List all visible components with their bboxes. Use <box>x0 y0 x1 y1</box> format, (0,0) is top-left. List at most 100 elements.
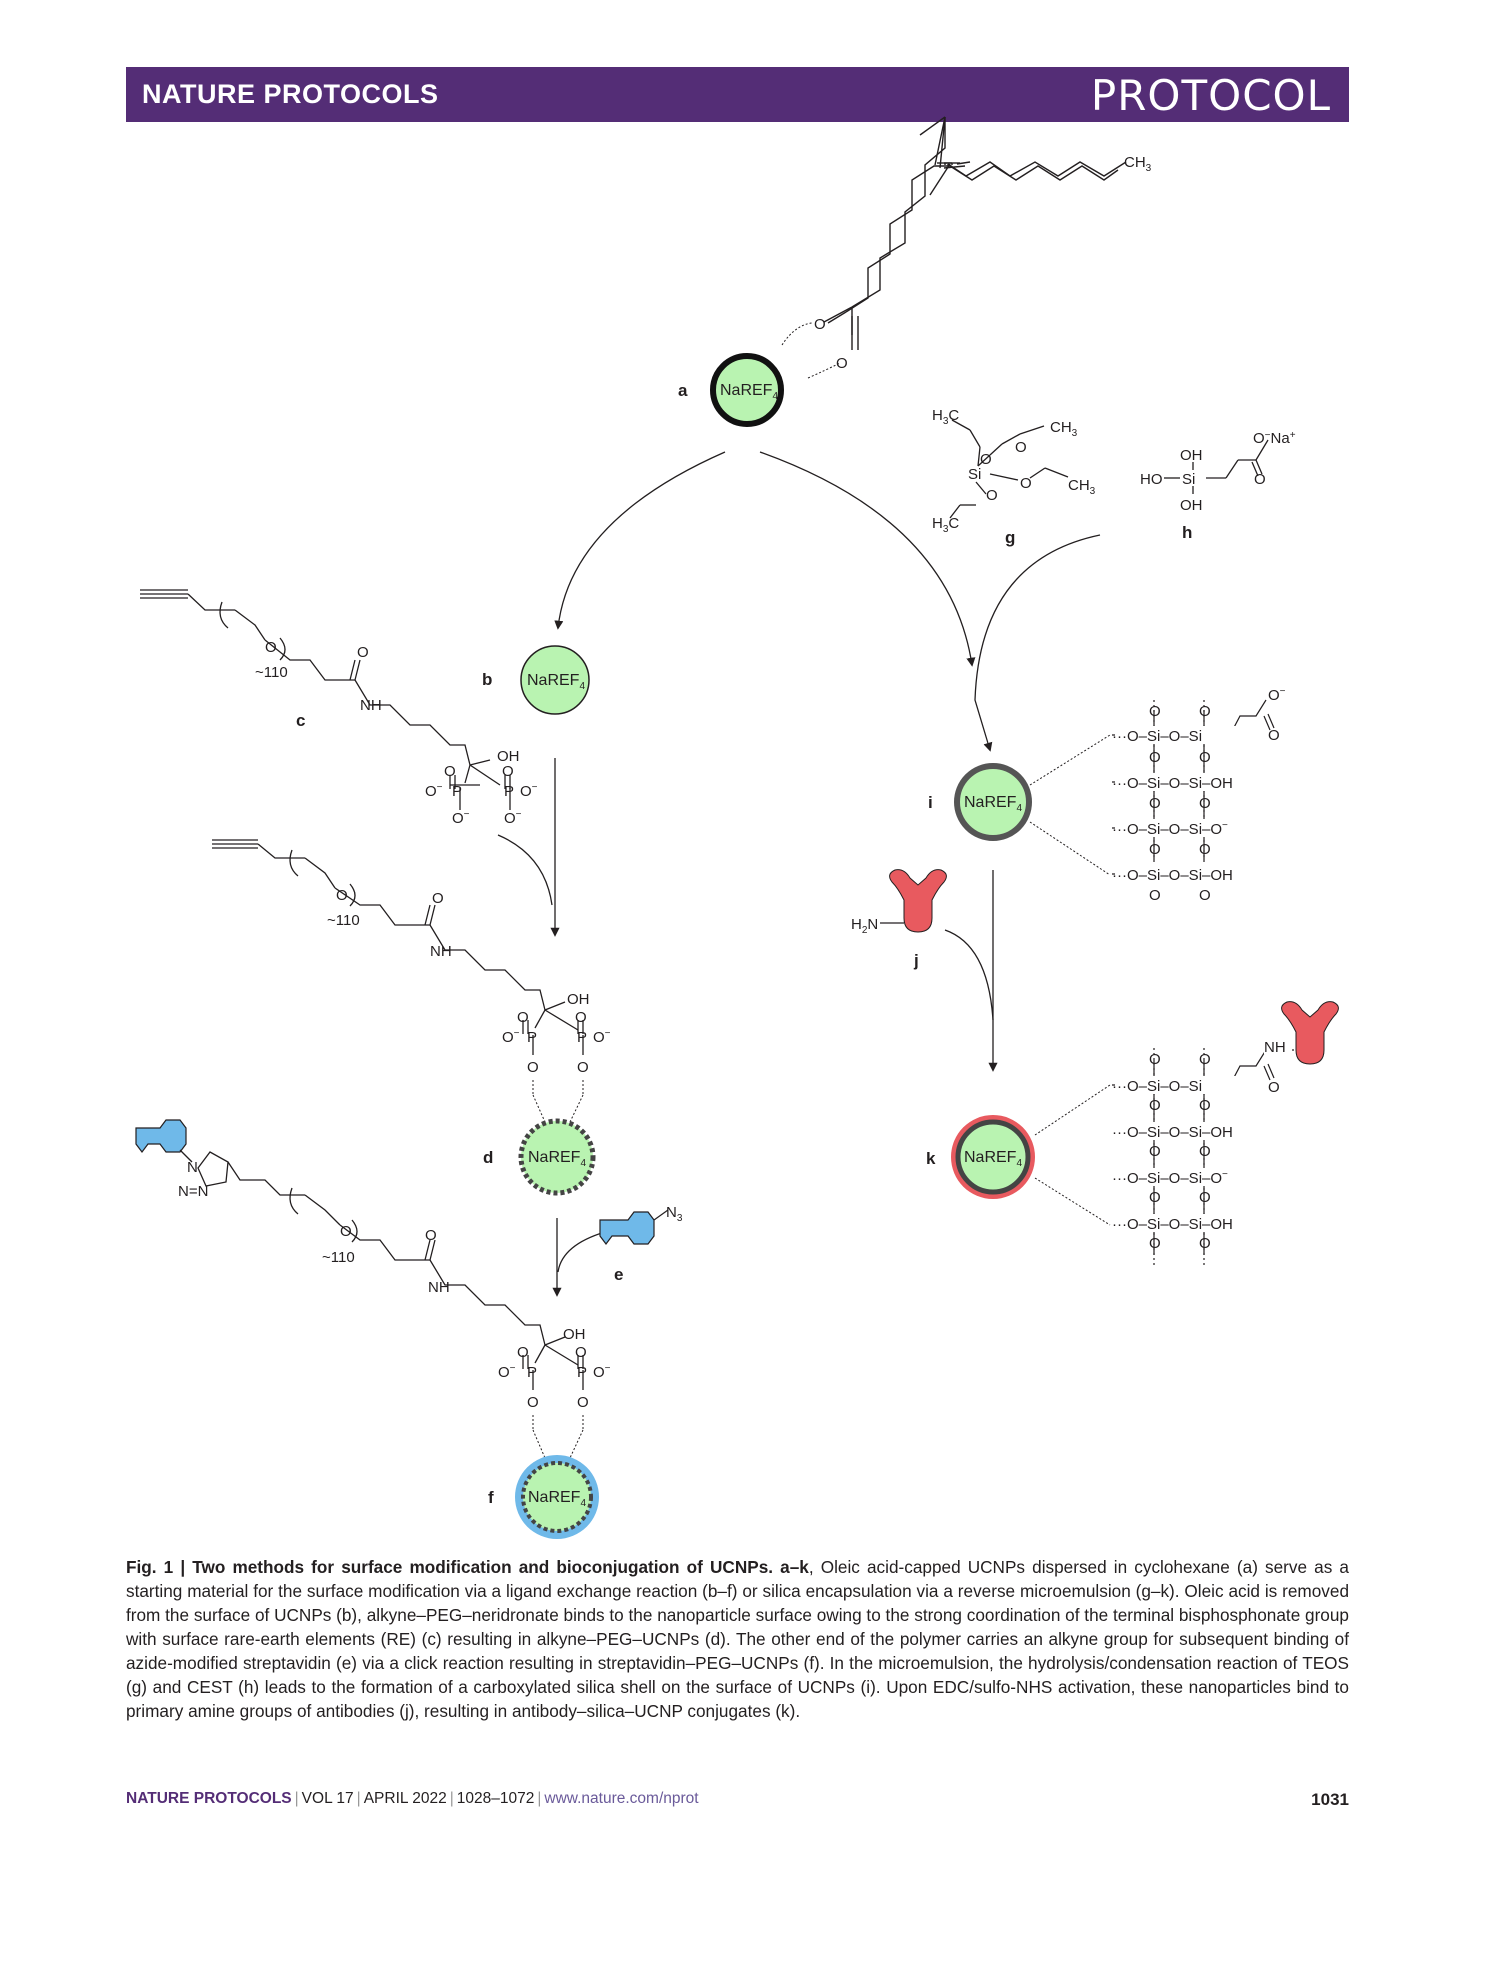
svg-text:···O–Si–O–Si–O−: ···O–Si–O–Si–O− <box>1112 820 1228 838</box>
o-label: O <box>502 763 514 780</box>
svg-text:O: O <box>1199 887 1211 904</box>
svg-text:···O–Si–O–Si: ···O–Si–O–Si <box>1112 1078 1202 1095</box>
peg-repeat-label: ~110 <box>327 912 360 929</box>
footer-url[interactable]: www.nature.com/nprot <box>544 1790 699 1807</box>
footer-journal: NATURE PROTOCOLS <box>126 1790 292 1807</box>
o-minus-label: O− <box>452 809 470 827</box>
arrow-e-join <box>557 1231 606 1273</box>
o-label: O <box>577 1059 589 1076</box>
antibody-j <box>889 869 947 933</box>
caption-title: Fig. 1 | Two methods for surface modific… <box>126 1557 809 1577</box>
o-label: O <box>265 639 277 656</box>
n-label: N <box>187 1159 198 1176</box>
panel-letter-h: h <box>1182 523 1192 542</box>
svg-text:O: O <box>1149 703 1161 720</box>
h3c-label: H3C <box>932 407 959 427</box>
n3-label: N3 <box>666 1204 683 1224</box>
oh-label: OH <box>563 1326 586 1343</box>
teos-structure <box>949 419 1069 519</box>
o-minus-label: O− <box>498 1363 516 1381</box>
svg-text:O: O <box>1149 795 1161 812</box>
nn-label: N=N <box>178 1183 208 1200</box>
arrow-g-h-to-i <box>974 534 1101 752</box>
svg-text:···O–Si–O–Si–OH: ···O–Si–O–Si–OH <box>1112 775 1233 792</box>
svg-text:O: O <box>1268 1079 1280 1096</box>
svg-text:O: O <box>1199 1235 1211 1252</box>
si-label: Si <box>1182 471 1195 488</box>
svg-text:O: O <box>1149 1097 1161 1114</box>
arrow-j-join <box>944 929 994 1021</box>
coordination-bond <box>532 1094 546 1123</box>
o-label: O <box>1020 475 1032 492</box>
figure-caption: Fig. 1 | Two methods for surface modific… <box>126 1555 1349 1723</box>
coordination-bond <box>781 322 813 346</box>
o-minus-label: O− <box>425 782 443 800</box>
o-label: O <box>1254 471 1266 488</box>
p-label: P <box>527 1364 537 1381</box>
p-label: P <box>577 1364 587 1381</box>
arrow-a-to-i <box>759 451 976 667</box>
nh-label: NH <box>430 943 452 960</box>
p-label: P <box>452 783 462 800</box>
p-label: P <box>527 1029 537 1046</box>
oh-label: OH <box>1180 447 1203 464</box>
silica-network-i: ···O–Si–O–Si ···O–Si–O–Si–OH ···O–Si–O–S… <box>1112 686 1286 904</box>
ho-label: HO <box>1140 471 1163 488</box>
svg-text:O−: O− <box>1268 686 1286 704</box>
oh-label: OH <box>497 748 520 765</box>
arrow-a-to-b <box>554 451 726 630</box>
ch3-label: CH3 <box>1124 154 1152 174</box>
nh-label: NH <box>428 1279 450 1296</box>
svg-text:O: O <box>1268 727 1280 744</box>
peg-repeat-label: ~110 <box>255 664 288 681</box>
svg-text:O: O <box>1149 1235 1161 1252</box>
ch3-label: CH3 <box>1068 477 1096 497</box>
o-minus-label: O− <box>502 1028 520 1046</box>
footer: NATURE PROTOCOLS|VOL 17|APRIL 2022|1028–… <box>126 1790 1349 1809</box>
panel-letter-d: d <box>483 1148 493 1167</box>
panel-letter-c: c <box>296 711 305 730</box>
o-label: O <box>340 1223 352 1240</box>
figure-1: CH3 O O NaREF4 a H3C CH3 O O Si O CH3 O … <box>135 116 1339 1539</box>
o-minus-label: O− <box>593 1028 611 1046</box>
article-type: PROTOCOL <box>1090 71 1331 120</box>
svg-text:O: O <box>1199 1143 1211 1160</box>
o-label: O <box>1015 439 1027 456</box>
svg-text:O: O <box>1199 1051 1211 1068</box>
o-label: O <box>527 1394 539 1411</box>
svg-text:O: O <box>1149 1051 1161 1068</box>
o-label: O <box>814 316 826 333</box>
svg-text:···O–Si–O–Si–OH: ···O–Si–O–Si–OH <box>1112 1216 1233 1233</box>
nanoparticle-k <box>955 1119 1031 1195</box>
ch3-label: CH3 <box>1050 419 1078 439</box>
svg-text:O: O <box>1149 1189 1161 1206</box>
svg-text:···O–Si–O–Si–OH: ···O–Si–O–Si–OH <box>1112 1124 1233 1141</box>
p-label: P <box>504 783 514 800</box>
svg-text:O: O <box>1149 749 1161 766</box>
svg-text:···O–Si–O–Si–O−: ···O–Si–O–Si–O− <box>1112 1169 1228 1187</box>
nh-label: NH <box>360 697 382 714</box>
oh-label: OH <box>1180 497 1203 514</box>
arrow-c-join <box>497 834 553 906</box>
o-label: O <box>357 644 369 661</box>
svg-text:O: O <box>1199 1189 1211 1206</box>
oleic-acid-structure <box>823 116 1127 335</box>
footer-pages: 1028–1072 <box>456 1790 535 1807</box>
caption-text: , Oleic acid-capped UCNPs dispersed in c… <box>126 1557 1349 1721</box>
svg-text:O: O <box>1149 841 1161 858</box>
panel-letter-j: j <box>913 951 919 970</box>
np-label: NaREF4 <box>720 382 778 402</box>
panel-letter-b: b <box>482 670 492 689</box>
oleic-acid-chain <box>827 162 1119 350</box>
svg-text:···O–Si–O–Si: ···O–Si–O–Si <box>1112 728 1202 745</box>
azide-bond <box>653 1209 669 1221</box>
svg-text:O: O <box>1149 1143 1161 1160</box>
o-label: O <box>575 1344 587 1361</box>
np-label: NaREF4 <box>964 794 1022 814</box>
panel-letter-e: e <box>614 1265 623 1284</box>
nanoparticle-d <box>518 1118 596 1196</box>
o-minus-label: O− <box>520 782 538 800</box>
zoom-line <box>1029 734 1111 786</box>
svg-text:O: O <box>1199 703 1211 720</box>
footer-volume: VOL 17 <box>301 1790 354 1807</box>
